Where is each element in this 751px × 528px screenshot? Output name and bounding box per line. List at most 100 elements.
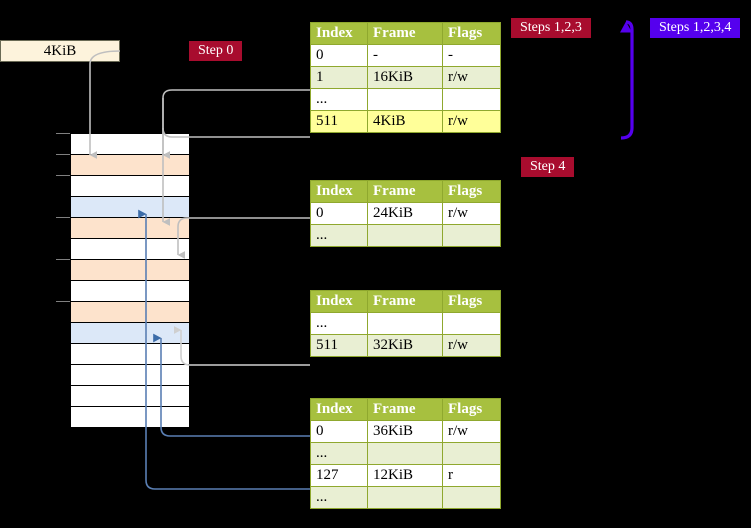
table-cell [367,312,443,335]
badge-steps-123-label: Steps 1,2,3 [520,19,582,35]
badge-step-4: Step 4 [521,157,575,177]
table-cell [442,312,501,335]
table-cell: 0 [310,202,368,225]
table-row: 0-- [310,44,501,67]
memory-frame-tick [56,259,70,260]
table-cell: - [442,44,501,67]
table-cell: ... [310,312,368,335]
table-cell: 36KiB [367,420,443,443]
wire-purple-steps [619,20,634,140]
table-cell: r/w [442,334,501,357]
column-header-frame: Frame [367,22,443,45]
table-cell: - [367,44,443,67]
memory-frame-tick [56,175,70,176]
table-cell: r/w [442,202,501,225]
memory-frame-tick [56,217,70,218]
column-header-index: Index [310,290,368,313]
table-cell [442,486,501,509]
table-cell: 12KiB [367,464,443,487]
table-cell [442,442,501,465]
memory-frame-row [70,259,190,281]
table-row: ... [310,224,501,247]
table-cell: 16KiB [367,66,443,89]
column-header-flags: Flags [442,180,501,203]
physical-memory-column [56,133,190,428]
table-cell [367,224,443,247]
badge-steps-123: Steps 1,2,3 [511,18,591,38]
table-cell: ... [310,88,368,111]
memory-frame-tick [56,154,70,155]
column-header-frame: Frame [367,398,443,421]
table-cell: 24KiB [367,202,443,225]
table-cell: 0 [310,44,368,67]
table-cell: ... [310,486,368,509]
memory-frame-tick [56,301,70,302]
memory-frame-row [70,385,190,407]
size-box-4kib: 4KiB [0,40,120,62]
column-header-flags: Flags [442,398,501,421]
table-cell [442,224,501,247]
memory-frame-row [70,196,190,218]
column-header-index: Index [310,180,368,203]
memory-frame-row [70,217,190,239]
table-cell [442,88,501,111]
memory-frame-row [70,280,190,302]
column-header-index: Index [310,398,368,421]
badge-step-0: Step 0 [189,41,243,61]
memory-frame-row [70,133,190,155]
table-cell: 1 [310,66,368,89]
badge-step-4-label: Step 4 [530,158,566,174]
memory-frame-row [70,406,190,428]
memory-frame-tick [56,133,70,134]
table-cell: 0 [310,420,368,443]
table-row: ... [310,88,501,111]
table-cell: r/w [442,420,501,443]
column-header-flags: Flags [442,290,501,313]
wire-l3-511-to-frame [174,326,310,366]
memory-frame-row [70,238,190,260]
table-cell [367,486,443,509]
badge-step-0-label: Step 0 [198,42,234,58]
table-cell: ... [310,224,368,247]
column-header-frame: Frame [367,180,443,203]
table-cell: r/w [442,66,501,89]
table-row: ... [310,442,501,465]
table-cell: r [442,464,501,487]
memory-frame-row [70,343,190,365]
table-cell: 127 [310,464,368,487]
table-row: ... [310,486,501,509]
memory-frame-row [70,175,190,197]
memory-frame-row [70,154,190,176]
column-header-index: Index [310,22,368,45]
table-cell: 32KiB [367,334,443,357]
table-cell: r/w [442,110,501,133]
memory-frame-row [70,364,190,386]
table-cell: 4KiB [367,110,443,133]
badge-steps-1234-label: Steps 1,2,3,4 [659,19,732,35]
column-header-frame: Frame [367,290,443,313]
memory-frame-row [70,322,190,344]
table-cell [367,442,443,465]
memory-frame-row [70,301,190,323]
column-header-flags: Flags [442,22,501,45]
table-cell: ... [310,442,368,465]
wire-l2-0-to-frame [177,217,310,259]
table-cell: 511 [310,110,368,133]
